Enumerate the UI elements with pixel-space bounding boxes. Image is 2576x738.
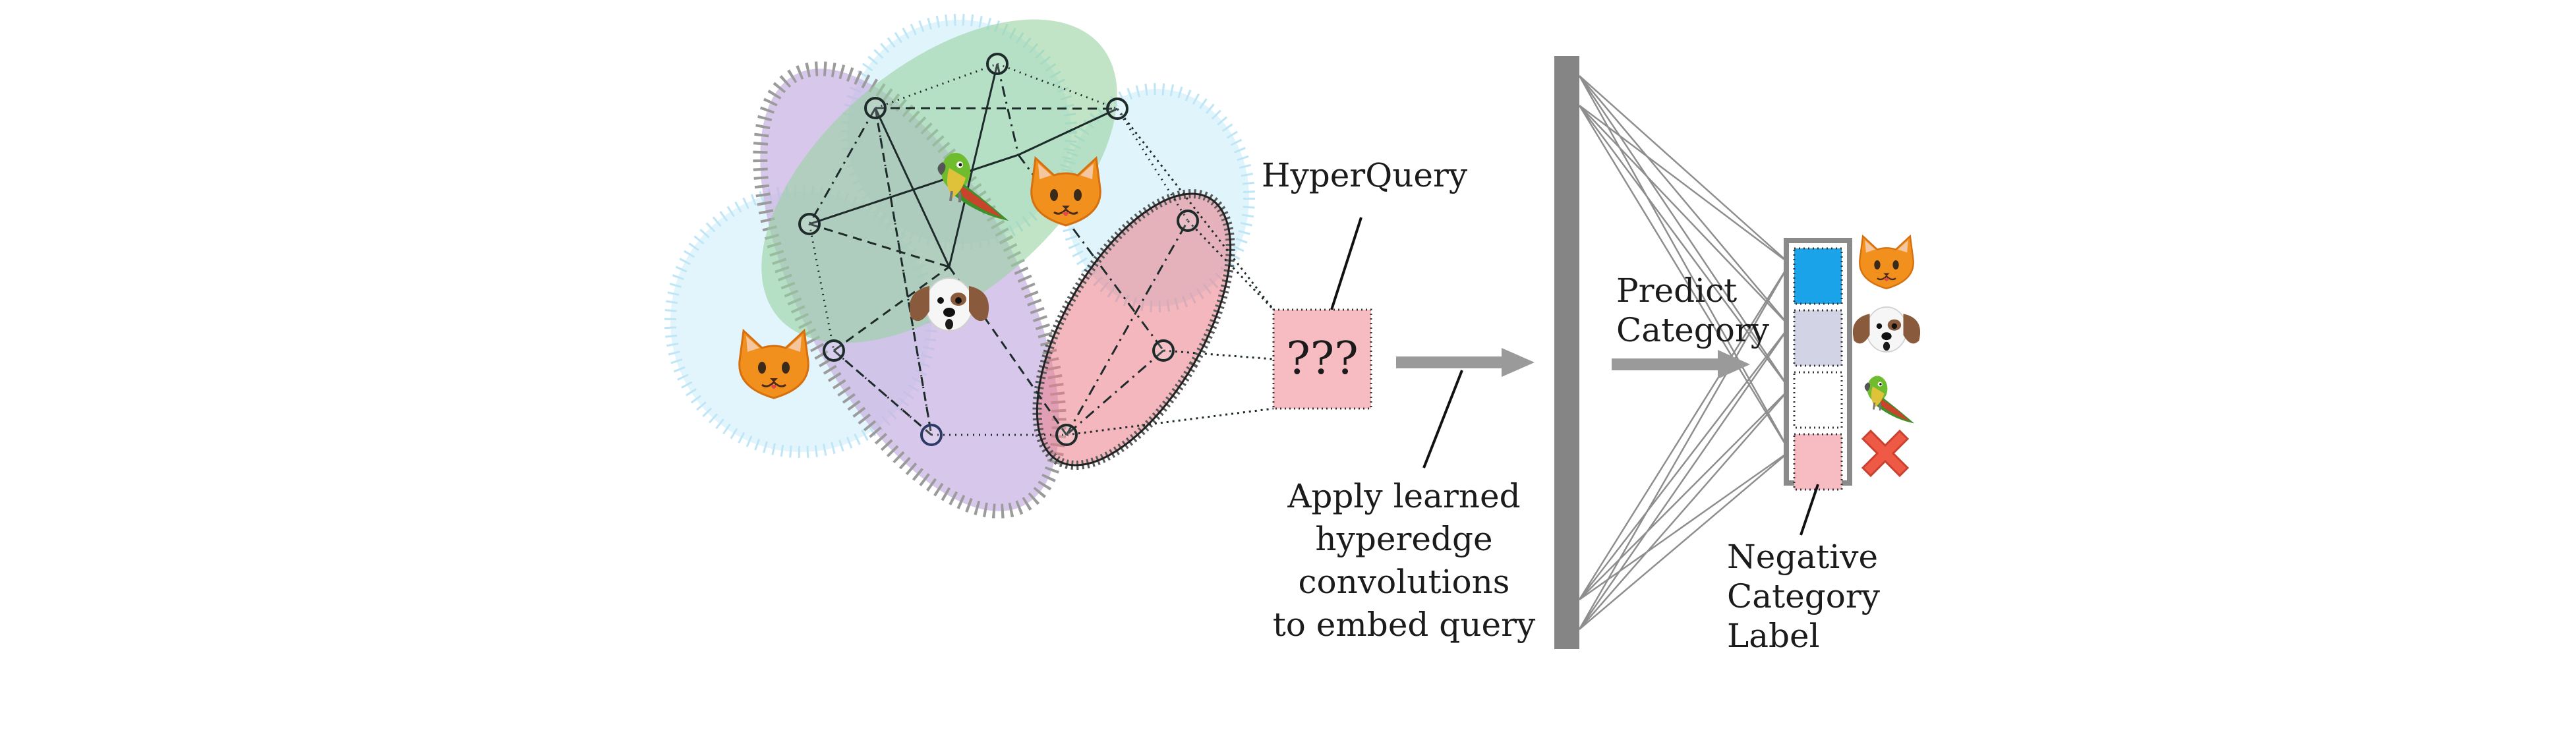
cat-icon [1030, 156, 1101, 227]
dog-icon [1852, 306, 1921, 353]
parrot-icon [1864, 376, 1914, 424]
graph-node [920, 424, 943, 446]
embedding-layer-bar [1554, 56, 1579, 649]
negative-callout: Negative Category Label [1727, 484, 1881, 655]
hyperquery-label: HyperQuery [1262, 156, 1468, 194]
negative-label-line-1: Negative [1727, 538, 1878, 576]
output-label-cell [1793, 371, 1843, 429]
apply-label-line-4: to embed query [1273, 606, 1536, 644]
hypergraph [664, 14, 1275, 519]
output-label-cell [1793, 247, 1843, 305]
graph-node [1177, 210, 1199, 232]
negative-x-icon [1861, 429, 1910, 478]
graph-node [1055, 424, 1078, 446]
output-label-cell [1793, 309, 1843, 367]
negative-label-line-3: Label [1727, 617, 1820, 655]
predict-label-line-2: Category [1616, 311, 1770, 349]
fully-connected-lines [1578, 75, 1791, 630]
predict-label-line-1: Predict [1616, 271, 1737, 310]
graph-nodes [798, 53, 1199, 446]
graph-node [986, 53, 1009, 75]
predict-label: Predict Category [1616, 271, 1770, 349]
dog-icon [909, 277, 989, 331]
apply-label-line-1: Apply learned [1287, 477, 1520, 515]
cat-icon [1859, 234, 1914, 290]
query-marks: ??? [1286, 333, 1358, 385]
graph-node [823, 339, 845, 362]
hyperquery-callout: HyperQuery [1262, 156, 1468, 310]
parrot-icon [937, 153, 1009, 221]
apply-callout: Apply learned hyperedge convolutions to … [1273, 370, 1536, 644]
embed-arrow [1396, 348, 1535, 377]
cat-icon [738, 328, 809, 399]
graph-edges [808, 63, 1275, 436]
predict-arrow [1612, 350, 1750, 379]
output-label-column [1784, 238, 1852, 491]
graph-node [1152, 339, 1175, 362]
graph-node [1106, 98, 1128, 120]
query-box: ??? [1272, 308, 1372, 410]
apply-label-line-2: hyperedge [1315, 520, 1492, 558]
apply-label-line-3: convolutions [1299, 563, 1510, 601]
graph-node [864, 97, 887, 119]
negative-label-line-2: Category [1727, 577, 1881, 615]
output-label-cell [1793, 433, 1843, 491]
hyperedge-red [1032, 189, 1235, 470]
graph-node [798, 213, 821, 235]
